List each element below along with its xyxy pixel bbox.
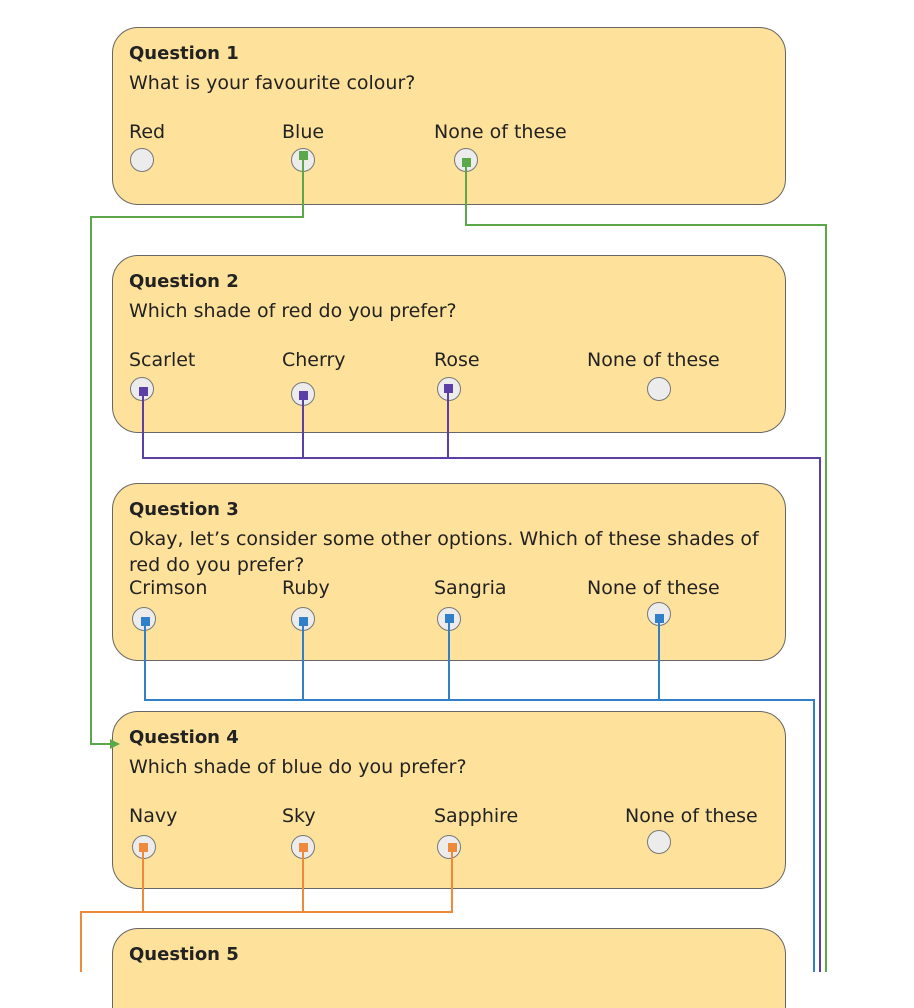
port-q4-sapphire — [448, 843, 457, 852]
option-label-sangria: Sangria — [434, 577, 507, 599]
option-label-red: Red — [129, 121, 166, 143]
port-q4-navy — [139, 843, 148, 852]
question-text: Which shade of red do you prefer? — [129, 300, 457, 322]
option-label-crimson: Crimson — [129, 577, 208, 599]
port-q2-cherry — [299, 391, 308, 400]
option-label-none: None of these — [434, 121, 567, 143]
option-label-navy: Navy — [129, 805, 178, 827]
option-label-none: None of these — [625, 805, 758, 827]
option-label-blue: Blue — [282, 121, 325, 143]
question-title: Question 4 — [129, 727, 239, 748]
port-q2-scarlet — [139, 387, 148, 396]
link-q2-merge — [142, 393, 821, 972]
radio-none[interactable] — [647, 377, 671, 401]
link-q4-merge — [80, 848, 144, 972]
question-title: Question 1 — [129, 43, 239, 64]
radio-red[interactable] — [130, 148, 154, 172]
port-q3-ruby — [299, 617, 308, 626]
option-label-scarlet: Scarlet — [129, 349, 196, 371]
branch-connectors — [80, 151, 827, 972]
option-label-none: None of these — [587, 349, 720, 371]
question-title: Question 3 — [129, 499, 239, 520]
port-q3-none — [655, 614, 664, 623]
port-q3-sangria — [445, 614, 454, 623]
option-label-sky: Sky — [282, 805, 316, 827]
option-label-none: None of these — [587, 577, 720, 599]
question-text: Which shade of blue do you prefer? — [129, 756, 467, 778]
question-card-4: Question 4 Which shade of blue do you pr… — [112, 711, 786, 889]
question-title: Question 5 — [129, 944, 239, 965]
option-label-cherry: Cherry — [282, 349, 346, 371]
radio-none[interactable] — [647, 830, 671, 854]
question-title: Question 2 — [129, 271, 239, 292]
link-q3-merge — [144, 622, 815, 972]
option-label-rose: Rose — [434, 349, 480, 371]
option-label-sapphire: Sapphire — [434, 805, 519, 827]
port-q2-rose — [444, 384, 453, 393]
option-label-ruby: Ruby — [282, 577, 330, 599]
link-blue-to-q4 — [90, 160, 304, 749]
link-q4-sapphire — [143, 848, 453, 913]
question-text: Okay, let’s consider some other options.… — [129, 528, 759, 576]
port-q4-sky — [299, 843, 308, 852]
port-q1-none — [462, 158, 471, 167]
port-q1-blue — [299, 151, 308, 160]
connector-ports — [139, 151, 664, 852]
link-none-down — [465, 163, 827, 972]
question-text: What is your favourite colour? — [129, 72, 416, 94]
port-q3-crimson — [141, 617, 150, 626]
